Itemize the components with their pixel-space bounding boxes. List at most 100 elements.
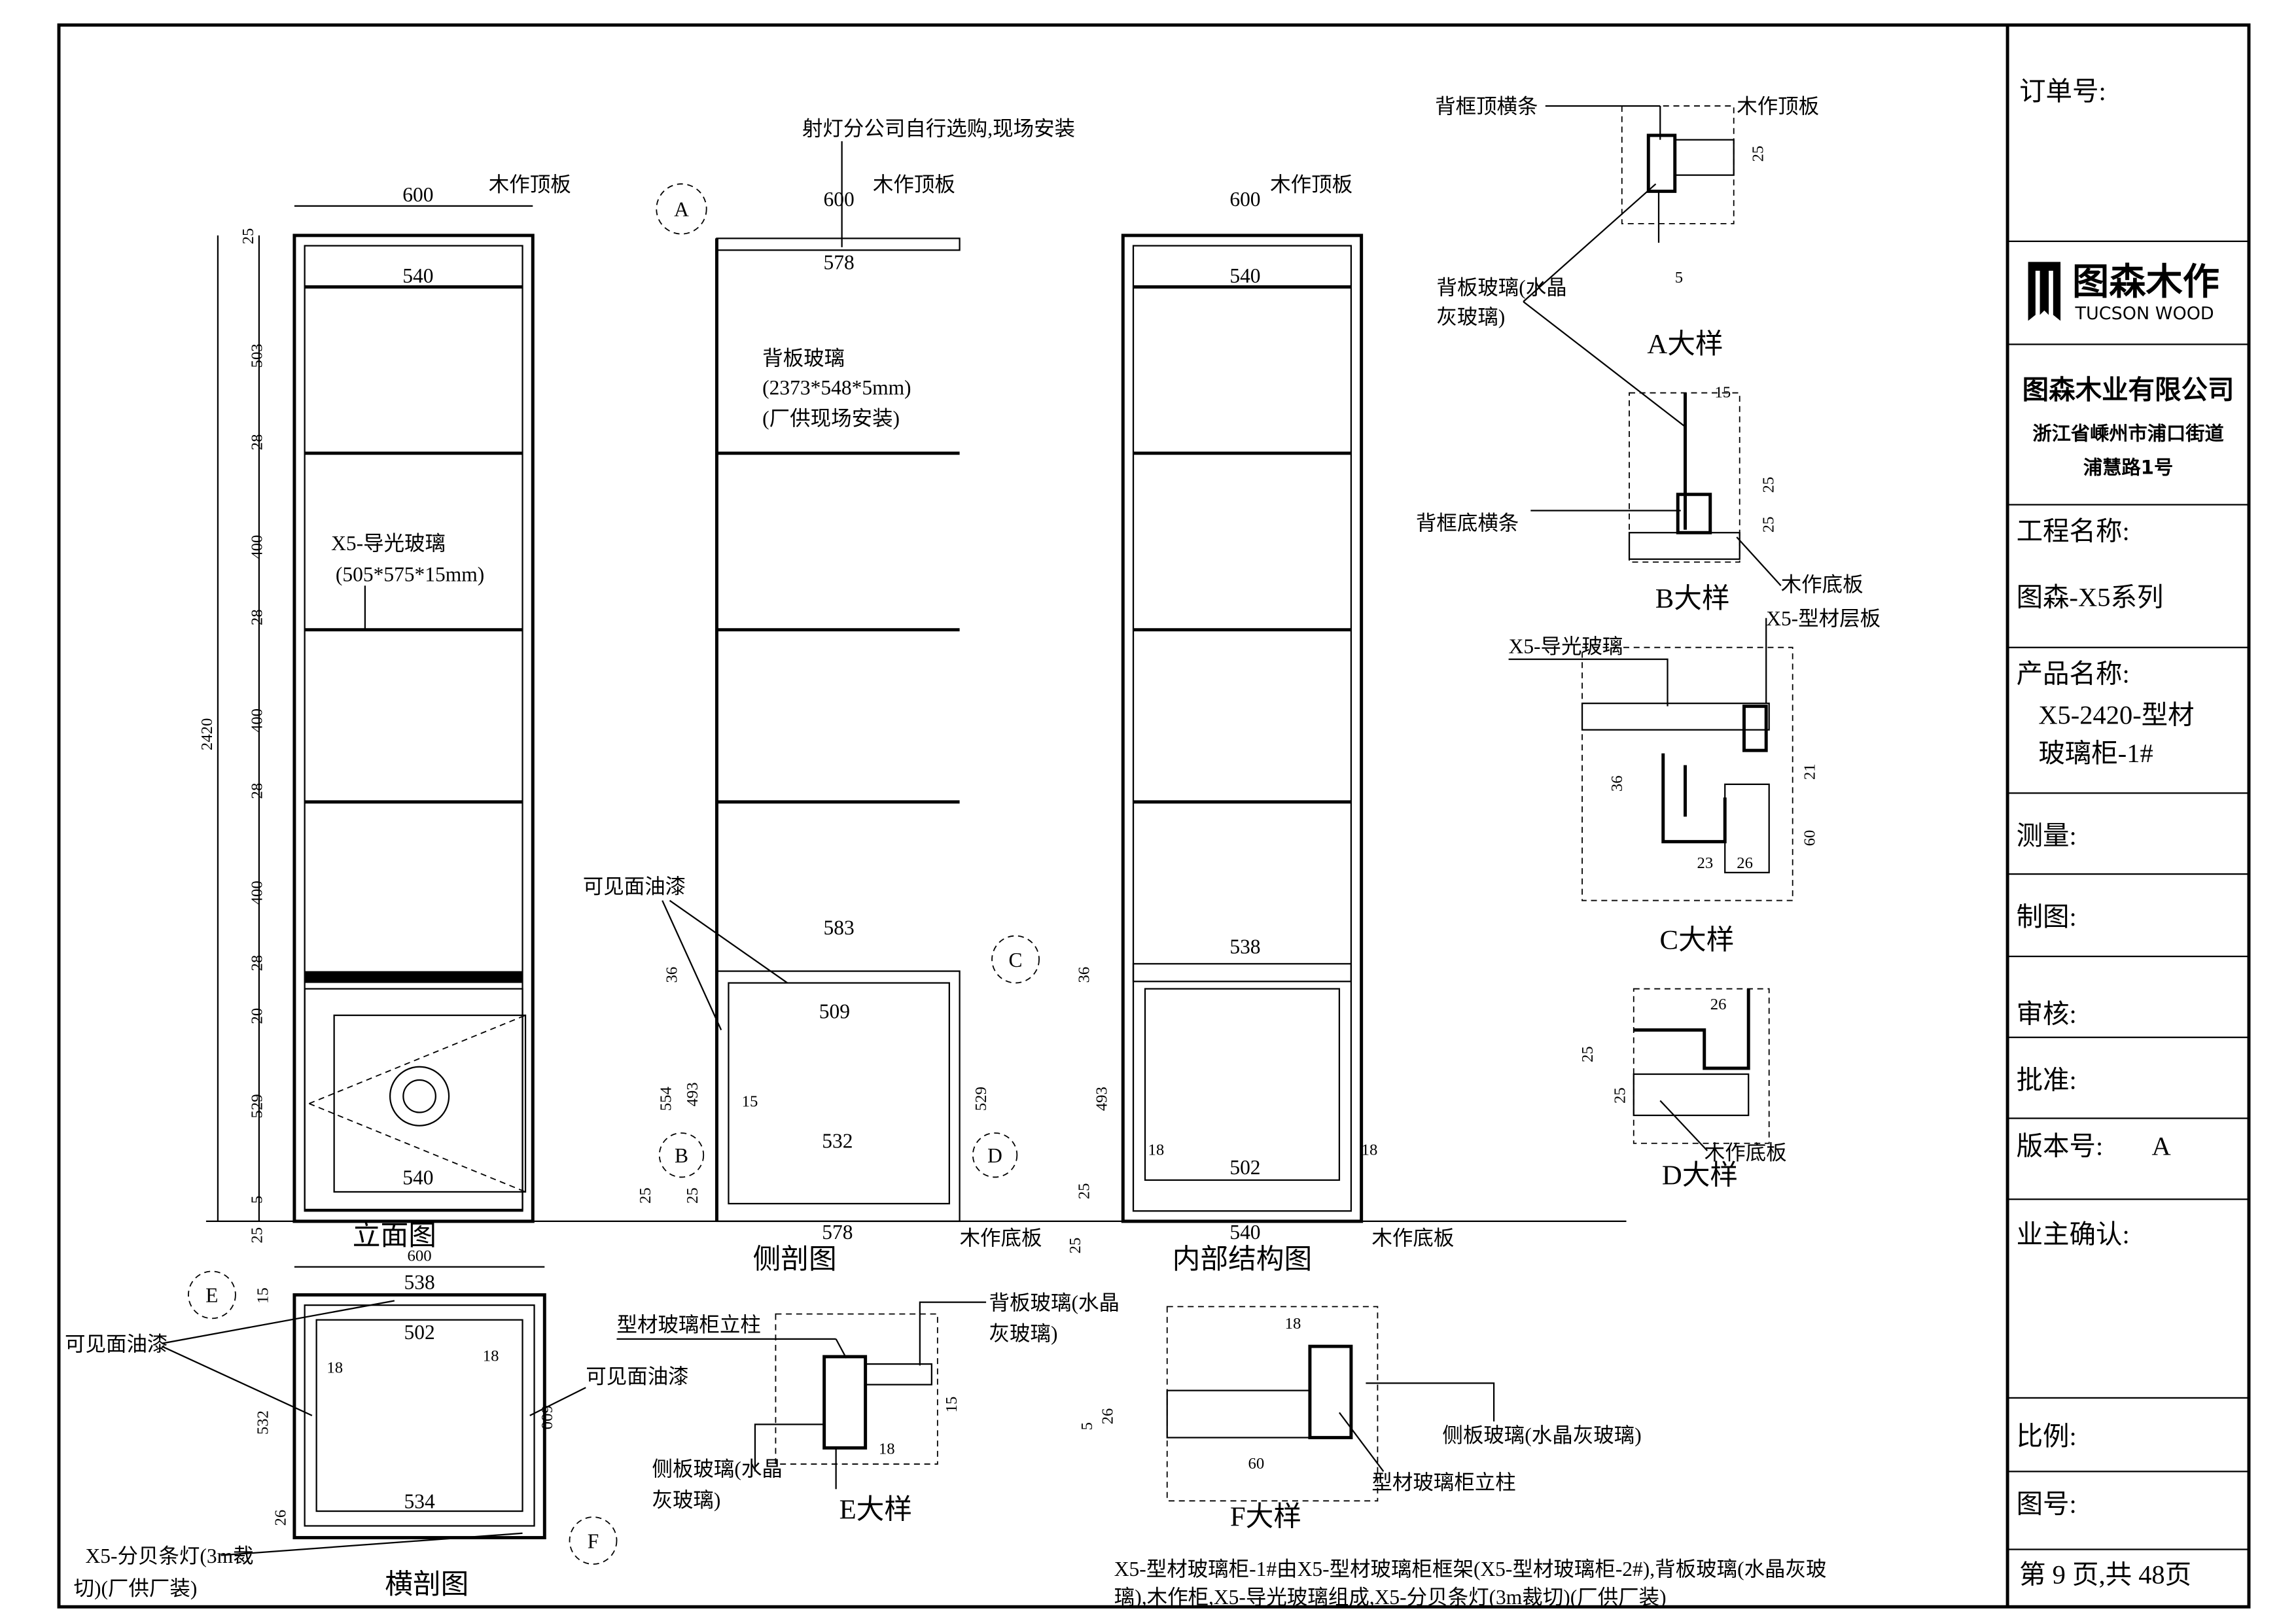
view-title-internal: 内部结构图 [1173, 1244, 1313, 1275]
logo-mark-icon [2028, 262, 2061, 321]
label: (2373*548*5mm) [762, 376, 911, 399]
dim: 36 [1076, 967, 1093, 983]
dim: 18 [327, 1359, 343, 1377]
label: 可见面油漆 [65, 1333, 168, 1355]
label: 侧板玻璃(水晶灰玻璃) [1442, 1423, 1641, 1446]
label: 射灯分公司自行选购,现场安装 [802, 117, 1075, 140]
drawing-no-label: 图号: [2017, 1489, 2077, 1518]
dim: 583 [824, 916, 855, 939]
dim: 60 [1801, 830, 1818, 846]
drawing-label: 制图: [2017, 902, 2077, 932]
detail-f: 18 5 26 60 侧板玻璃(水晶灰玻璃) 型材玻璃柜立柱 F大样 [1078, 1306, 1642, 1533]
dim: 5 [1675, 269, 1683, 287]
dim: 493 [1093, 1087, 1111, 1111]
dim: 540 [1229, 264, 1260, 287]
label: 背框底横条 [1416, 512, 1519, 534]
dim: 18 [1148, 1142, 1165, 1159]
product-value-1: X5-2420-型材 [2038, 701, 2194, 730]
detail-e: 型材玻璃柜立柱 背板玻璃(水晶 灰玻璃) 侧板玻璃(水晶 灰玻璃) 15 18 … [616, 1291, 1120, 1525]
label: 背板玻璃 [762, 347, 845, 370]
dim: 529 [972, 1087, 990, 1111]
company-logo: 图森木作 TUCSON WOOD [2028, 261, 2219, 324]
label: 型材玻璃柜立柱 [616, 1314, 760, 1336]
callout-f: F [588, 1529, 599, 1552]
label: X5-导光玻璃 [331, 532, 446, 555]
label: 灰玻璃) [652, 1488, 720, 1511]
dim: 21 [1801, 763, 1818, 780]
dim: 600 [1229, 188, 1260, 211]
project-label: 工程名称: [2017, 517, 2130, 546]
dim: 15 [254, 1287, 272, 1304]
page-number: 第 9 页,共 48页 [2019, 1560, 2191, 1589]
dim: 5 [248, 1196, 266, 1204]
company-address-1: 浙江省嵊州市浦口街道 [2032, 423, 2223, 445]
view-title-detail-b: B大样 [1655, 584, 1730, 614]
dim: 25 [1759, 477, 1777, 493]
dim: 25 [1076, 1183, 1093, 1199]
dim: 2420 [198, 718, 216, 750]
dim: 28 [248, 955, 266, 971]
dim: 400 [248, 708, 266, 733]
dim: 28 [248, 609, 266, 625]
label: 木作顶板 [873, 173, 955, 196]
dim: 400 [248, 881, 266, 905]
label: 侧板玻璃(水晶 [652, 1457, 782, 1480]
general-note: X5-型材玻璃柜-1#由X5-型材玻璃柜框架(X5-型材玻璃柜-2#),背板玻璃… [1114, 1558, 1827, 1609]
dim: 15 [742, 1092, 758, 1110]
detail-a: 背框顶横条 木作顶板 25 5 背板玻璃(水晶 灰玻璃) A大样 [1435, 95, 1819, 428]
order-no-label: 订单号: [2019, 77, 2106, 106]
label: 背板玻璃(水晶 [989, 1291, 1120, 1314]
label: 可见面油漆 [586, 1365, 688, 1387]
label: 木作底板 [1781, 573, 1863, 596]
approve-label: 批准: [2017, 1065, 2077, 1094]
note-line-1: X5-型材玻璃柜-1#由X5-型材玻璃柜框架(X5-型材玻璃柜-2#),背板玻璃… [1114, 1558, 1827, 1580]
callout-e: E [205, 1284, 218, 1307]
view-title-detail-a: A大样 [1647, 329, 1723, 360]
label: 木作底板 [1704, 1141, 1787, 1164]
dim: 600 [538, 1405, 556, 1429]
dim: 25 [1579, 1046, 1597, 1062]
dim: 26 [1099, 1408, 1117, 1425]
label: 木作底板 [960, 1227, 1042, 1249]
dim: 502 [1229, 1156, 1260, 1179]
dim: 503 [248, 343, 266, 368]
dim: 25 [1067, 1238, 1084, 1254]
dim: 600 [408, 1248, 432, 1265]
dim: 36 [663, 967, 681, 983]
dim: 600 [402, 183, 433, 206]
view-title-side-section: 侧剖图 [753, 1244, 837, 1275]
label: 灰玻璃) [1436, 305, 1505, 328]
dim: 532 [822, 1129, 853, 1152]
dim: 20 [248, 1008, 266, 1024]
dim: 25 [637, 1187, 654, 1204]
label: 木作底板 [1371, 1227, 1454, 1249]
sheet-border [57, 23, 2251, 1609]
label: 可见面油漆 [583, 875, 686, 898]
detail-c: X5-型材层板 X5-导光玻璃 36 21 23 26 60 C大样 [1508, 607, 1881, 956]
view-title-detail-e: E大样 [839, 1494, 913, 1525]
internal-structure-view: 600 540 538 502 540 36 493 18 18 25 木作顶板… [1076, 173, 1455, 1275]
view-title-detail-f: F大样 [1230, 1502, 1301, 1533]
dim: 502 [404, 1321, 434, 1344]
dim: 28 [248, 783, 266, 799]
elevation-view: 600 540 540 25 503 28 400 28 400 28 400 … [198, 173, 571, 1251]
view-title-plan-section: 横剖图 [385, 1569, 468, 1600]
label: 灰玻璃) [989, 1322, 1058, 1345]
dim: 60 [1248, 1455, 1264, 1473]
dim: 540 [1229, 1221, 1260, 1244]
measure-label: 测量: [2017, 821, 2077, 850]
dim: 25 [1750, 146, 1767, 162]
dim: 28 [248, 434, 266, 451]
dim: 26 [1710, 996, 1727, 1013]
dim: 600 [824, 188, 855, 211]
dim: 26 [272, 1510, 289, 1526]
dim: 529 [248, 1094, 266, 1118]
company-address-2: 浦慧路1号 [2083, 456, 2173, 478]
scale-label: 比例: [2017, 1422, 2077, 1451]
dim: 538 [1229, 935, 1260, 958]
detail-d: 26 25 25 木作底板 D大样 [1579, 988, 1787, 1191]
dim: 578 [824, 251, 855, 274]
dim: 578 [822, 1221, 853, 1244]
dim: 18 [483, 1348, 499, 1365]
